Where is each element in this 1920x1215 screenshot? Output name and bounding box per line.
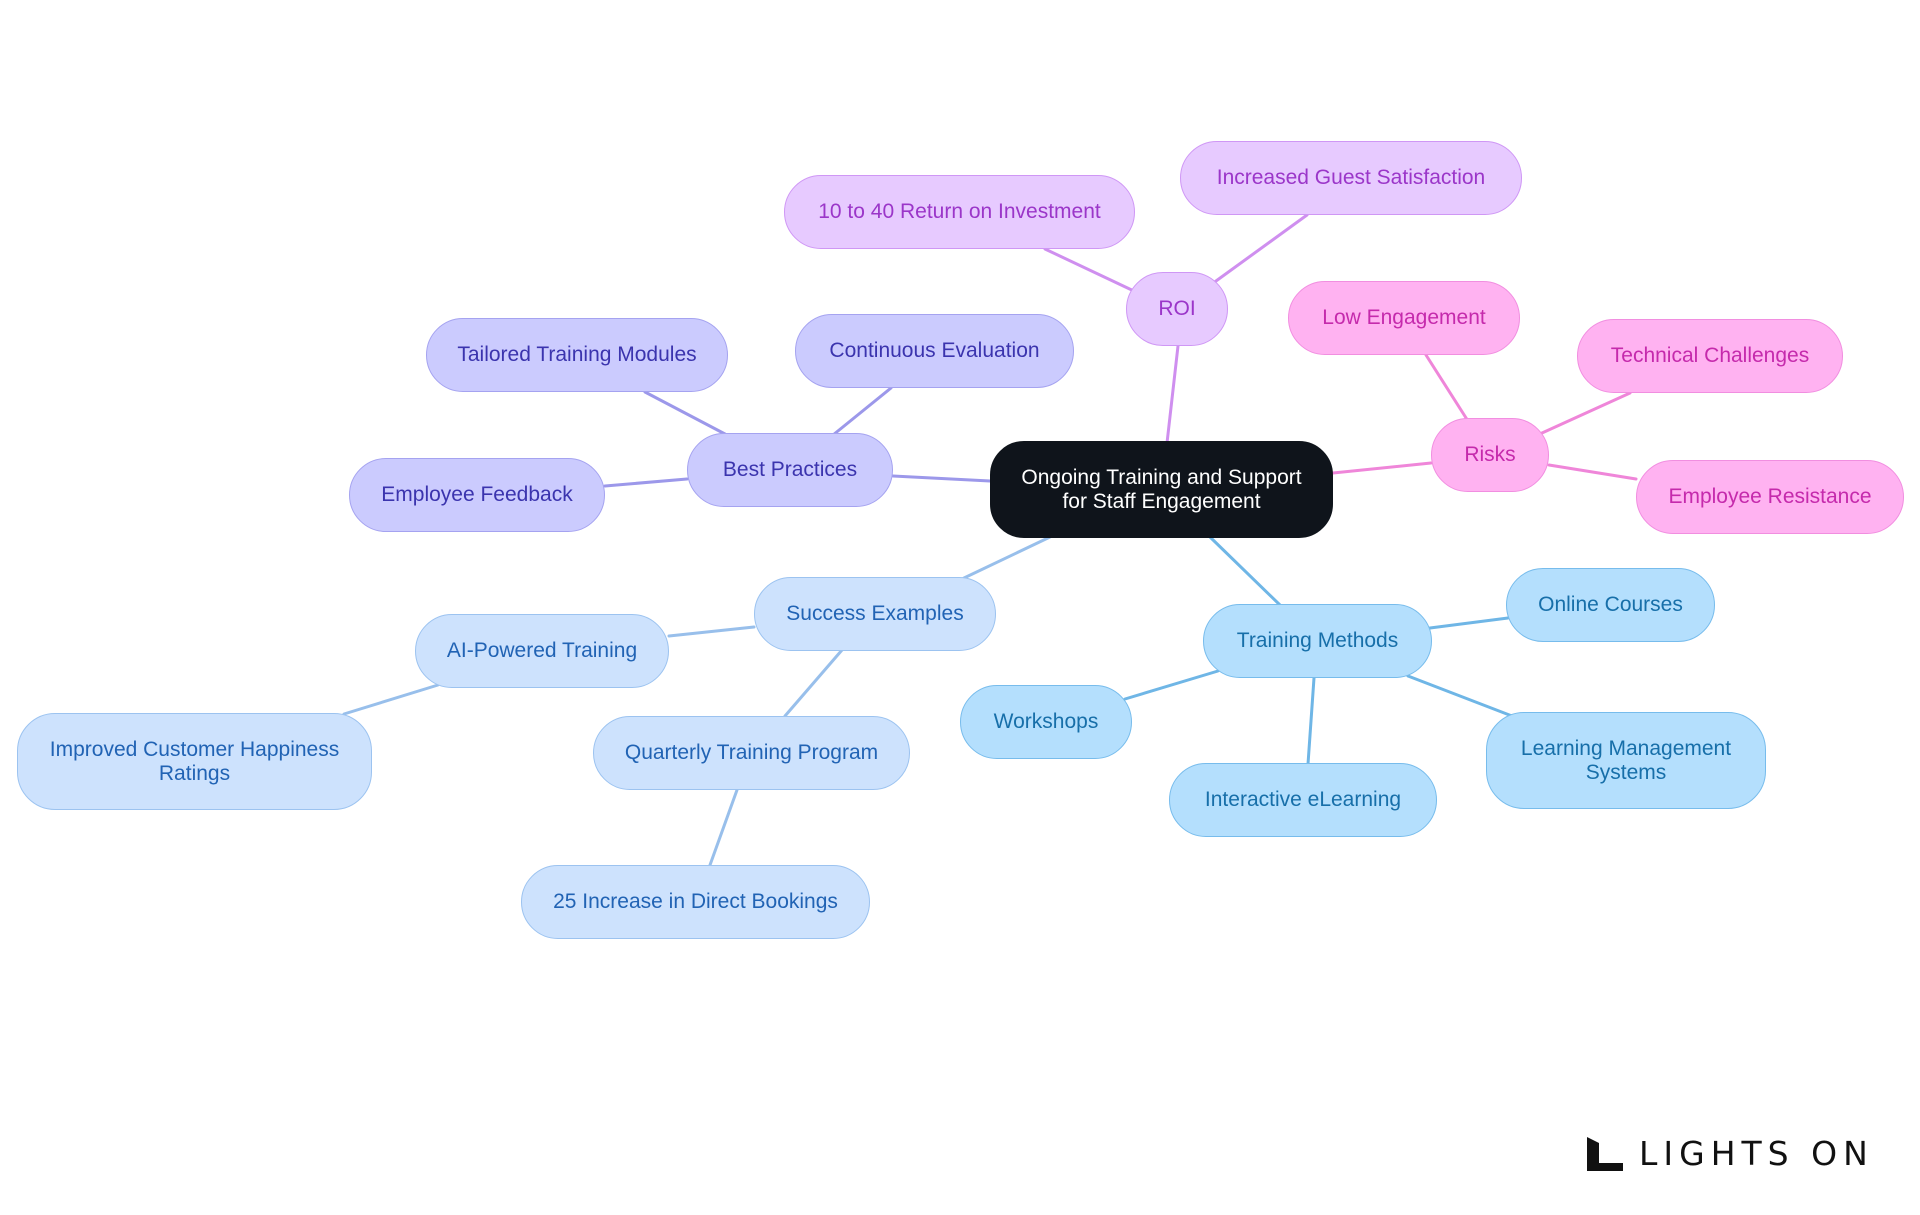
node-roi-return: 10 to 40 Return on Investment — [784, 175, 1135, 249]
edge-roi-return — [1043, 247, 1138, 294]
node-direct-bookings: 25 Increase in Direct Bookings — [521, 865, 870, 939]
node-best-practices-label: Best Practices — [722, 458, 858, 482]
edge-training-workshops — [1123, 669, 1220, 701]
logo-text: LIGHTS ON — [1639, 1133, 1874, 1173]
edge-roi-guest — [1214, 213, 1309, 283]
edge-success-quarterly — [783, 648, 844, 718]
node-training-methods-label: Training Methods — [1236, 629, 1399, 653]
node-interactive-elearning-label: Interactive eLearning — [1204, 788, 1402, 812]
node-customer-happiness-label: Improved Customer Happiness Ratings — [49, 738, 340, 785]
node-roi-return-label: 10 to 40 Return on Investment — [818, 200, 1101, 224]
node-risks-label: Risks — [1464, 443, 1516, 467]
node-quarterly-training: Quarterly Training Program — [593, 716, 910, 790]
node-tailored-training-label: Tailored Training Modules — [457, 343, 697, 367]
node-roi-guest-satisfaction-label: Increased Guest Satisfaction — [1216, 166, 1486, 190]
node-lms-label: Learning Management Systems — [1520, 737, 1732, 784]
edge-root-success — [962, 535, 1052, 580]
edge-risks-resistance — [1547, 463, 1638, 481]
root-node: Ongoing Training and Support for Staff E… — [990, 441, 1333, 538]
node-technical-challenges: Technical Challenges — [1577, 319, 1843, 393]
node-roi-guest-satisfaction: Increased Guest Satisfaction — [1180, 141, 1522, 215]
node-employee-resistance: Employee Resistance — [1636, 460, 1904, 534]
node-quarterly-training-label: Quarterly Training Program — [624, 741, 879, 765]
node-employee-resistance-label: Employee Resistance — [1668, 485, 1872, 509]
edge-root-best-practices — [891, 474, 992, 483]
node-roi-label: ROI — [1158, 297, 1196, 321]
edge-ai-happiness — [342, 683, 440, 716]
node-technical-challenges-label: Technical Challenges — [1610, 344, 1810, 368]
node-success-examples: Success Examples — [754, 577, 996, 651]
edge-training-lms — [1406, 674, 1514, 718]
node-lms: Learning Management Systems — [1486, 712, 1766, 809]
lights-on-logo: LIGHTS ON — [1585, 1133, 1874, 1173]
node-training-methods: Training Methods — [1203, 604, 1432, 678]
node-continuous-evaluation-label: Continuous Evaluation — [829, 339, 1040, 363]
edge-root-risks — [1331, 461, 1433, 475]
edge-risks-technical — [1540, 391, 1632, 435]
root-label: Ongoing Training and Support for Staff E… — [1021, 466, 1302, 513]
node-ai-powered-training-label: AI-Powered Training — [446, 639, 638, 663]
node-continuous-evaluation: Continuous Evaluation — [795, 314, 1074, 388]
edge-training-elearning — [1306, 676, 1316, 766]
node-risks: Risks — [1431, 418, 1549, 492]
edge-bp-continuous — [831, 386, 893, 437]
edge-training-online — [1428, 616, 1510, 630]
node-workshops: Workshops — [960, 685, 1132, 759]
edge-risks-low — [1424, 353, 1470, 423]
node-online-courses: Online Courses — [1506, 568, 1715, 642]
edge-root-training — [1208, 535, 1283, 608]
edge-quarterly-bookings — [708, 788, 739, 867]
node-best-practices: Best Practices — [687, 433, 893, 507]
edge-bp-feedback — [603, 477, 689, 488]
node-tailored-training: Tailored Training Modules — [426, 318, 728, 392]
node-interactive-elearning: Interactive eLearning — [1169, 763, 1437, 837]
edge-success-ai — [667, 625, 756, 638]
lights-on-logo-icon — [1587, 1137, 1623, 1171]
node-low-engagement: Low Engagement — [1288, 281, 1520, 355]
node-success-examples-label: Success Examples — [786, 602, 964, 626]
node-direct-bookings-label: 25 Increase in Direct Bookings — [553, 890, 838, 914]
node-workshops-label: Workshops — [993, 710, 1099, 734]
node-roi: ROI — [1126, 272, 1228, 346]
node-customer-happiness: Improved Customer Happiness Ratings — [17, 713, 372, 810]
edge-bp-tailored — [643, 390, 727, 436]
node-employee-feedback: Employee Feedback — [349, 458, 605, 532]
edge-root-roi — [1165, 344, 1180, 445]
node-employee-feedback-label: Employee Feedback — [381, 483, 573, 507]
node-low-engagement-label: Low Engagement — [1322, 306, 1486, 330]
node-ai-powered-training: AI-Powered Training — [415, 614, 669, 688]
node-online-courses-label: Online Courses — [1538, 593, 1683, 617]
